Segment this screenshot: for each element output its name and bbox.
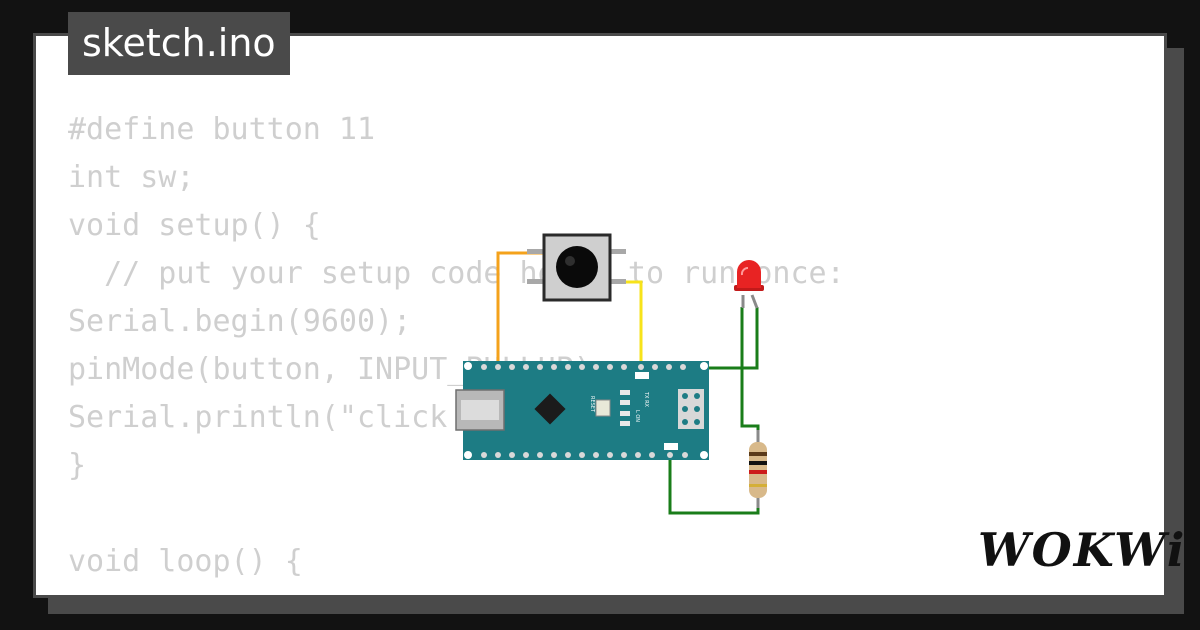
wire-orange (496, 251, 545, 367)
code-line: #define button 11 (68, 112, 376, 147)
arduino-nano-board: RESET TX RX L ON (455, 361, 709, 460)
code-line: void setup() { (68, 208, 321, 243)
microcontroller-chip (534, 393, 566, 425)
file-tab[interactable]: sketch.ino (68, 12, 290, 75)
reset-button[interactable] (595, 399, 611, 417)
wire-green-led-anode (612, 307, 759, 370)
pushbutton[interactable] (527, 233, 626, 302)
resistor[interactable] (749, 430, 767, 508)
red-led[interactable] (734, 260, 764, 309)
code-line: } (68, 448, 87, 483)
code-line: int sw; (68, 160, 195, 195)
wokwi-logo: WOKWi (978, 523, 1187, 577)
code-line: sw=digitalRead(button); (68, 586, 845, 595)
wire-yellow (608, 280, 643, 367)
wire-green-resistor (668, 455, 760, 515)
code-line: void loop() { (68, 544, 303, 579)
code-line: Serial.begin(9600); (68, 304, 412, 339)
board-label-reset: RESET (589, 396, 595, 413)
board-label-l-on: L ON (634, 410, 640, 422)
board-label-tx-rx: TX RX (643, 391, 649, 408)
